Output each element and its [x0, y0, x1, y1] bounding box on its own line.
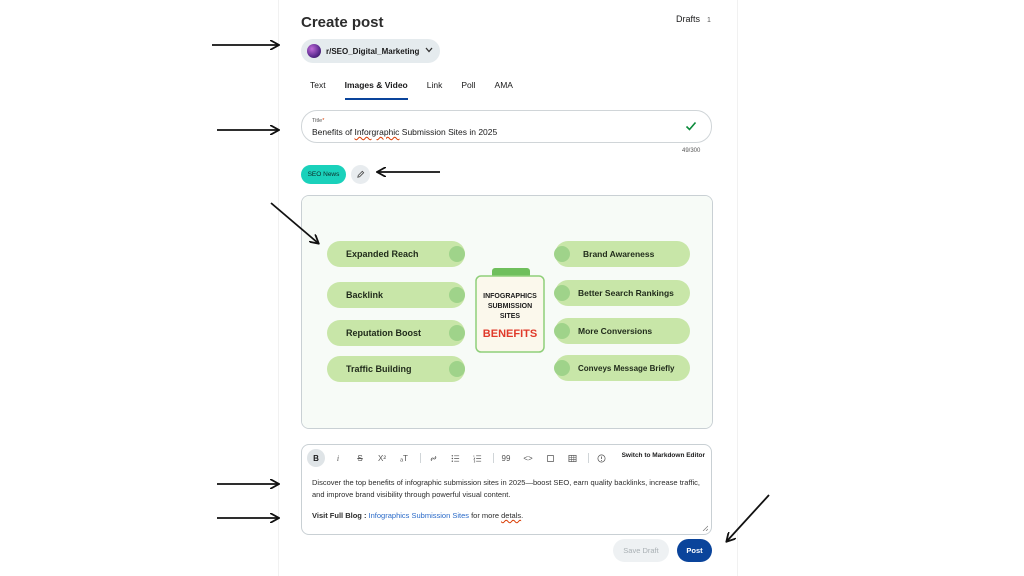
right-item-4: Conveys Message Briefly	[578, 364, 675, 373]
editor-toolbar: B i S X² ₐT 99 <>	[307, 448, 707, 468]
right-pill-3	[554, 318, 690, 344]
bold-button[interactable]: B	[307, 449, 325, 467]
left-pill-1	[327, 241, 465, 267]
toolbar-divider	[420, 453, 421, 463]
check-icon	[685, 121, 697, 131]
toolbar-divider	[493, 453, 494, 463]
title-char-count: 49/300	[682, 148, 701, 154]
spoiler-icon	[597, 454, 605, 462]
tab-poll[interactable]: Poll	[461, 80, 476, 90]
center-line-2: SUBMISSION	[488, 303, 532, 310]
left-pill-2	[327, 282, 465, 308]
image-upload-area[interactable]: Expanded Reach Backlink Reputation Boost…	[301, 195, 713, 429]
right-pill-4	[554, 355, 690, 381]
left-item-3: Reputation Boost	[346, 328, 421, 338]
left-pill-3	[327, 320, 465, 346]
numbered-list-button[interactable]	[468, 449, 486, 467]
center-highlight: BENEFITS	[483, 328, 537, 340]
save-draft-button[interactable]: Save Draft	[613, 539, 669, 562]
superscript-button[interactable]: X²	[378, 453, 386, 463]
center-line-3: SITES	[500, 313, 521, 320]
link-button[interactable]	[424, 449, 442, 467]
heading-button[interactable]: ₐT	[400, 453, 408, 463]
drafts-button[interactable]: Drafts 1	[676, 14, 711, 24]
body-text: Discover the top benefits of infographic…	[312, 478, 700, 499]
tab-ama[interactable]: AMA	[494, 80, 513, 90]
drafts-count: 1	[707, 17, 711, 24]
toolbar-divider	[588, 453, 589, 463]
right-background	[738, 0, 1024, 576]
right-item-3: More Conversions	[578, 326, 652, 336]
pencil-icon	[357, 170, 365, 178]
table-button[interactable]	[563, 449, 581, 467]
bullet-list-icon	[451, 454, 459, 462]
tab-text[interactable]: Text	[310, 80, 326, 90]
table-icon	[568, 454, 576, 462]
code-block-icon	[546, 454, 554, 462]
right-pill-2	[554, 280, 690, 306]
title-label: Title*	[312, 118, 325, 124]
code-button[interactable]: <>	[523, 453, 533, 463]
body-editor[interactable]: B i S X² ₐT 99 <> Switch to Markdown Edi…	[301, 444, 712, 535]
spoiler-button[interactable]	[592, 449, 610, 467]
drafts-label: Drafts	[676, 14, 701, 24]
center-line-1: INFOGRAPHICS	[483, 293, 537, 300]
visit-label: Visit Full Blog :	[312, 511, 367, 520]
flair-badge[interactable]: SEO News	[301, 165, 346, 184]
title-value: Benefits of Inforgraphic Submission Site…	[312, 127, 498, 137]
tab-link[interactable]: Link	[426, 80, 443, 90]
strikethrough-button[interactable]: S	[357, 453, 363, 463]
right-pill-1	[554, 241, 690, 267]
blog-link[interactable]: Infographics Submission Sites	[368, 511, 470, 520]
edit-flair-button[interactable]	[351, 165, 370, 184]
right-item-2: Better Search Rankings	[578, 288, 674, 298]
resize-handle-icon[interactable]	[702, 525, 708, 531]
community-name: r/SEO_Digital_Marketing	[326, 46, 420, 56]
visit-blog-line: Visit Full Blog : Infographics Submissio…	[312, 511, 524, 520]
right-item-1: Brand Awareness	[583, 249, 655, 259]
left-pill-4	[327, 356, 465, 382]
numbered-list-icon	[472, 454, 481, 462]
markdown-switch-button[interactable]: Switch to Markdown Editor	[621, 452, 705, 459]
left-background	[0, 0, 278, 576]
center-clipboard	[475, 268, 545, 353]
left-item-4: Traffic Building	[346, 364, 412, 374]
community-avatar	[307, 44, 321, 58]
italic-button[interactable]: i	[336, 453, 340, 463]
infographic-image: Expanded Reach Backlink Reputation Boost…	[302, 196, 712, 428]
left-item-1: Expanded Reach	[346, 249, 419, 259]
title-input[interactable]: Title* Benefits of Inforgraphic Submissi…	[301, 110, 712, 143]
chevron-down-icon	[425, 47, 433, 55]
post-type-tabs: Text Images & Video Link Poll AMA	[310, 80, 532, 100]
page-title: Create post	[301, 14, 384, 31]
quote-button[interactable]: 99	[501, 453, 511, 463]
community-selector[interactable]: r/SEO_Digital_Marketing	[301, 39, 440, 63]
left-item-2: Backlink	[346, 290, 384, 300]
link-icon	[430, 455, 436, 461]
post-button[interactable]: Post	[677, 539, 712, 562]
bullet-list-button[interactable]	[446, 449, 464, 467]
tab-images-video[interactable]: Images & Video	[344, 80, 408, 100]
code-block-button[interactable]	[541, 449, 559, 467]
